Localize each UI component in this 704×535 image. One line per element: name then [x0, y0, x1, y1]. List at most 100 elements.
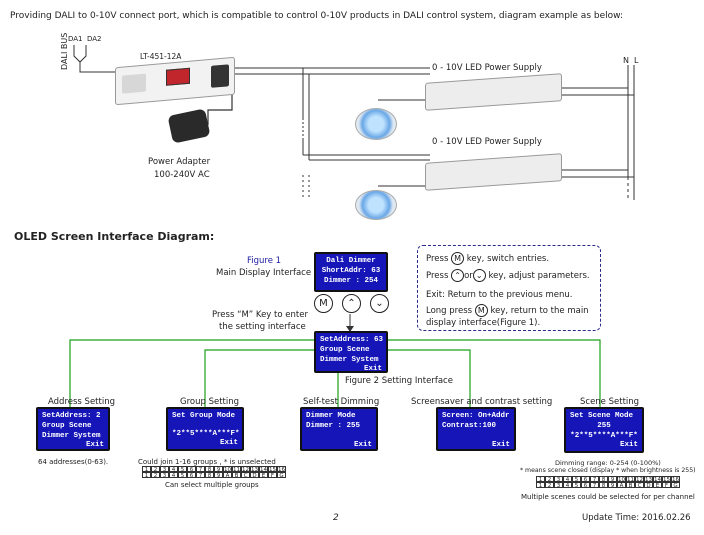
- up-key-icon: ⌃: [451, 269, 465, 282]
- grid-cell: 3: [554, 482, 563, 489]
- grid-cell: 3: [160, 466, 169, 473]
- grid-cell: 9: [608, 482, 617, 489]
- grid-cell: B: [626, 482, 635, 489]
- group-note-1: Could join 1-16 groups , * is unselected: [138, 458, 276, 466]
- selftest-line: Dimmer : 255: [306, 422, 361, 430]
- grid-cell: 6: [581, 476, 590, 483]
- grid-cell: 1: [536, 482, 545, 489]
- grid-cell: 6: [187, 466, 196, 473]
- da2-label: DA2: [87, 35, 102, 43]
- scene-line: *2**5****A***F*: [570, 432, 638, 440]
- grid-cell: 2: [151, 472, 160, 479]
- setting-exit: Exit: [363, 365, 382, 373]
- grid-cell: 9: [214, 472, 223, 479]
- grid-cell: 16: [671, 476, 680, 483]
- grid-cell: C: [635, 482, 644, 489]
- main-display-line: Dali Dimmer: [326, 257, 376, 265]
- group-note-2: Can select multiple groups: [165, 481, 259, 489]
- grid-cell: 2: [545, 482, 554, 489]
- downlight-2: [355, 190, 397, 220]
- setting-line: Group Scene: [320, 346, 370, 354]
- up-key-icon: ⌃: [342, 294, 361, 313]
- supply1-label: 0 - 10V LED Power Supply: [432, 63, 542, 73]
- grid-cell: 2: [545, 476, 554, 483]
- neutral-label: N: [623, 56, 629, 65]
- press-m-line1: Press “M” Key to enter: [212, 310, 308, 320]
- grid-cell: 6: [581, 482, 590, 489]
- selftest-title: Self-test Dimming: [303, 397, 380, 407]
- grid-cell: 9: [214, 466, 223, 473]
- grid-cell: 3: [160, 472, 169, 479]
- grid-cell: 4: [563, 482, 572, 489]
- scene-exit: Exit: [619, 441, 638, 449]
- main-display-line: ShortAddr: 63: [321, 267, 381, 275]
- m-key-icon: M: [314, 294, 333, 313]
- scene-note-1: Dimming range: 0-254 (0-100%): [555, 459, 661, 467]
- scene-screen: Set Scene Mode 255 *2**5****A***F* Exit: [564, 407, 644, 453]
- grid-cell: 3: [554, 476, 563, 483]
- grid-cell: 7: [590, 476, 599, 483]
- oled-heading: OLED Screen Interface Diagram:: [14, 230, 215, 243]
- grid-cell: 13: [250, 466, 259, 473]
- setting-screen: SetAddress: 63 Group Scene Dimmer System…: [314, 331, 388, 373]
- screensaver-exit: Exit: [491, 441, 510, 449]
- screensaver-screen: Screen: On+Addr Contrast:100 Exit: [436, 407, 516, 451]
- grid-cell: 7: [196, 472, 205, 479]
- scene-setting-title: Scene Setting: [580, 397, 640, 407]
- grid-cell: D: [644, 482, 653, 489]
- grid-cell: 10: [617, 476, 626, 483]
- update-time: Update Time: 2016.02.26: [582, 513, 691, 523]
- grid-cell: F: [268, 472, 277, 479]
- scene-line: Set Scene Mode: [570, 412, 634, 420]
- instruction-line-1: Press M key, switch entries.: [426, 252, 550, 265]
- device-model-label: LT-451-12A: [140, 52, 182, 61]
- downlight-1: [355, 108, 397, 140]
- grid-cell: 16: [277, 466, 286, 473]
- instruction-line-2: Press ⌃or⌄ key, adjust parameters.: [426, 269, 590, 282]
- grid-cell: C: [241, 472, 250, 479]
- grid-cell: 14: [653, 476, 662, 483]
- setting-line: Dimmer System: [320, 356, 379, 364]
- grid-cell: 1: [142, 472, 151, 479]
- grid-cell: 13: [644, 476, 653, 483]
- m-key-icon: M: [474, 304, 488, 317]
- figure1-caption: Figure 1: [247, 256, 282, 266]
- grid-cell: 4: [169, 472, 178, 479]
- grid-cell: 5: [572, 476, 581, 483]
- main-display-screen: Dali Dimmer ShortAddr: 63 Dimmer : 254: [314, 252, 388, 292]
- instruction-line-4: Long press M key, return to the main: [426, 304, 589, 317]
- down-key-icon: ⌄: [370, 294, 389, 313]
- address-screen: SetAddress: 2 Group Scene Dimmer System …: [36, 407, 110, 451]
- grid-cell: 7: [196, 466, 205, 473]
- main-display-line: Dimmer : 254: [323, 277, 378, 285]
- adapter-title: Power Adapter: [148, 157, 211, 167]
- grid-cell: G: [671, 482, 680, 489]
- grid-cell: 5: [178, 466, 187, 473]
- address-exit: Exit: [85, 441, 104, 449]
- screensaver-line: Screen: On+Addr: [442, 412, 510, 420]
- grid-cell: 12: [241, 466, 250, 473]
- intro-text: Providing DALI to 0-10V connect port, wh…: [10, 11, 624, 21]
- grid-cell: F: [662, 482, 671, 489]
- group-line: *2**5****A***F*: [172, 430, 240, 438]
- supply2-label: 0 - 10V LED Power Supply: [432, 137, 542, 147]
- figure2-caption: Figure 2 Setting Interface: [345, 376, 453, 386]
- grid-cell: A: [223, 472, 232, 479]
- grid-cell: 4: [169, 466, 178, 473]
- arrow-down-icon: [346, 314, 354, 332]
- group-setting-title: Group Setting: [180, 397, 240, 407]
- grid-cell: 5: [178, 472, 187, 479]
- down-key-icon: ⌄: [472, 269, 486, 282]
- grid-cell: 12: [635, 476, 644, 483]
- address-line: SetAddress: 2: [42, 412, 101, 420]
- selftest-line: Dimmer Mode: [306, 412, 356, 420]
- adapter-voltage: 100-240V AC: [154, 170, 210, 180]
- figure1-label: Main Display Interface: [216, 268, 312, 278]
- group-exit: Exit: [219, 439, 238, 447]
- grid-cell: 1: [536, 476, 545, 483]
